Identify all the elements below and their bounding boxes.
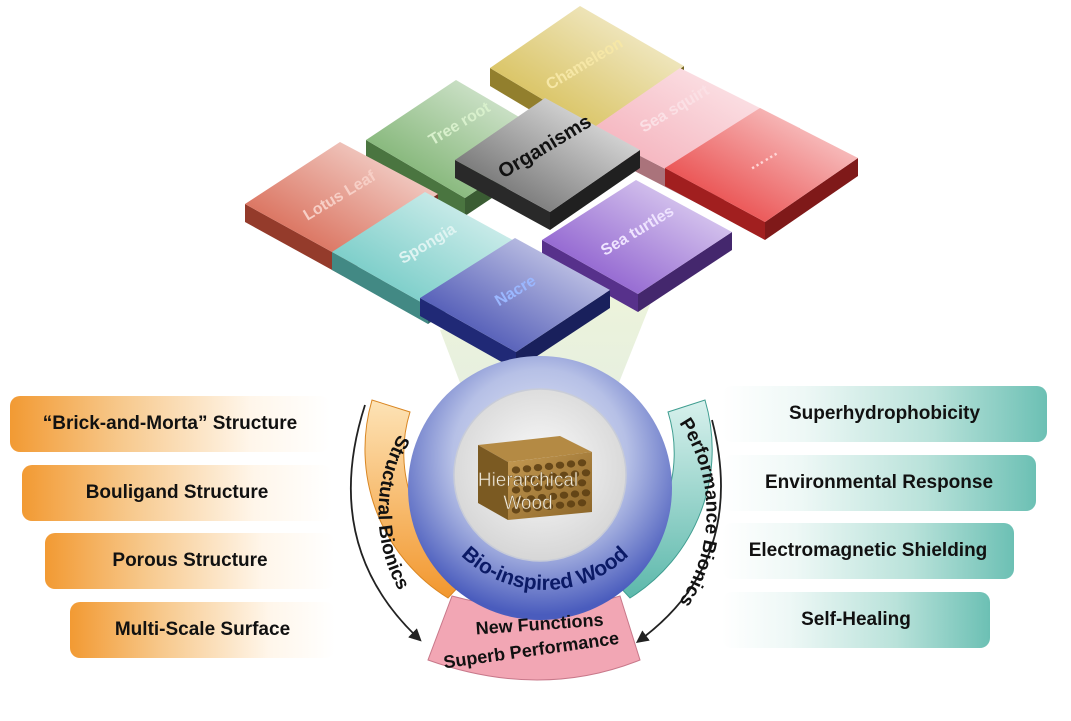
wood-pore <box>533 464 543 472</box>
wood-pore <box>526 495 536 503</box>
organism-tile-more-side-right <box>765 158 858 240</box>
wood-pore <box>537 474 547 482</box>
wood-pore <box>577 459 587 467</box>
wood-pore <box>544 482 554 490</box>
organism-tile-more-side-left <box>665 168 765 240</box>
wood-pore <box>533 484 543 492</box>
organism-tile-lotus-leaf-side-left <box>245 204 343 276</box>
wood-pore <box>566 480 576 488</box>
structural-item-multiscale: Multi-Scale Surface <box>70 602 335 658</box>
organism-tile-nacre-top <box>420 238 610 352</box>
wood-pore <box>511 466 521 474</box>
organism-tile-sea-turtles-side-right <box>638 232 732 312</box>
organism-tile-center-side-right <box>550 150 640 230</box>
performance-item-em-shielding: Electromagnetic Shielding <box>722 523 1014 579</box>
wood-pore <box>566 460 576 468</box>
organism-tile-tree-root-side-left <box>366 140 465 216</box>
wood-pore <box>559 491 569 499</box>
performance-item-self-healing: Self-Healing <box>722 592 990 648</box>
wood-pore <box>581 469 591 477</box>
organism-tile-nacre: Nacre <box>420 238 610 370</box>
left-flow-arrow <box>349 404 422 642</box>
wood-pore <box>570 470 580 478</box>
performance-item-environmental-response: Environmental Response <box>722 455 1036 511</box>
structural-item-bouligand: Bouligand Structure <box>22 465 332 521</box>
organism-tile-more: …… <box>665 108 858 240</box>
organism-tile-nacre-side-left <box>420 298 516 370</box>
wood-pore <box>566 500 576 508</box>
wood-pore <box>515 496 525 504</box>
wood-pore <box>522 485 532 493</box>
organism-tile-spongia-top <box>332 192 520 306</box>
structural-item-porous: Porous Structure <box>45 533 335 589</box>
wood-pore <box>555 501 565 509</box>
organism-tile-spongia-side-left <box>332 252 428 324</box>
wood-pore <box>526 475 536 483</box>
structural-item-brick-mortar: “Brick-and-Morta” Structure <box>10 396 330 452</box>
wood-pore <box>548 492 558 500</box>
organism-tile-sea-turtles-side-left <box>542 240 638 312</box>
wood-pore <box>570 490 580 498</box>
svg-text:Bio-inspired Wood: Bio-inspired Wood <box>457 542 632 595</box>
right-flow-arrow <box>635 419 722 644</box>
organism-tile-more-top <box>665 108 858 222</box>
wood-pore <box>537 494 547 502</box>
core-label-line2: Wood <box>503 493 552 514</box>
wood-pore <box>577 499 587 507</box>
organism-tile-sea-turtles-top <box>542 180 732 294</box>
svg-text:Structural Bionics: Structural Bionics <box>373 432 413 593</box>
wood-pore <box>555 481 565 489</box>
performance-arc-label: Performance Bionics <box>675 414 723 610</box>
wood-pore <box>511 506 521 514</box>
wood-pore <box>522 465 532 473</box>
organism-tile-sea-turtles: Sea turtles <box>542 180 732 312</box>
svg-text:Performance Bionics: Performance Bionics <box>675 414 723 610</box>
wood-pore <box>544 462 554 470</box>
wood-pore <box>577 479 587 487</box>
performance-bionics-arc <box>605 399 713 599</box>
organism-tile-center-top <box>455 98 640 212</box>
organism-tile-nacre-side-right <box>516 290 610 370</box>
wood-pore <box>581 489 591 497</box>
wood-pore <box>515 476 525 484</box>
wood-pore <box>544 502 554 510</box>
ring-label: Bio-inspired Wood <box>457 542 632 595</box>
core-label-line1: Hierarchical <box>478 470 578 491</box>
organism-tile-lotus-leaf-top <box>245 142 438 258</box>
wood-pore <box>533 504 543 512</box>
structural-arc-label: Structural Bionics <box>373 432 413 593</box>
wood-pore <box>548 472 558 480</box>
organism-tile-center-side-left <box>455 160 550 230</box>
wood-pore <box>555 461 565 469</box>
wood-pore <box>559 471 569 479</box>
structural-bionics-arc <box>364 399 473 599</box>
wood-pore <box>522 505 532 513</box>
wood-pore <box>511 486 521 494</box>
performance-item-superhydrophobicity: Superhydrophobicity <box>722 386 1047 442</box>
organism-tile-center: Organisms <box>455 98 640 230</box>
